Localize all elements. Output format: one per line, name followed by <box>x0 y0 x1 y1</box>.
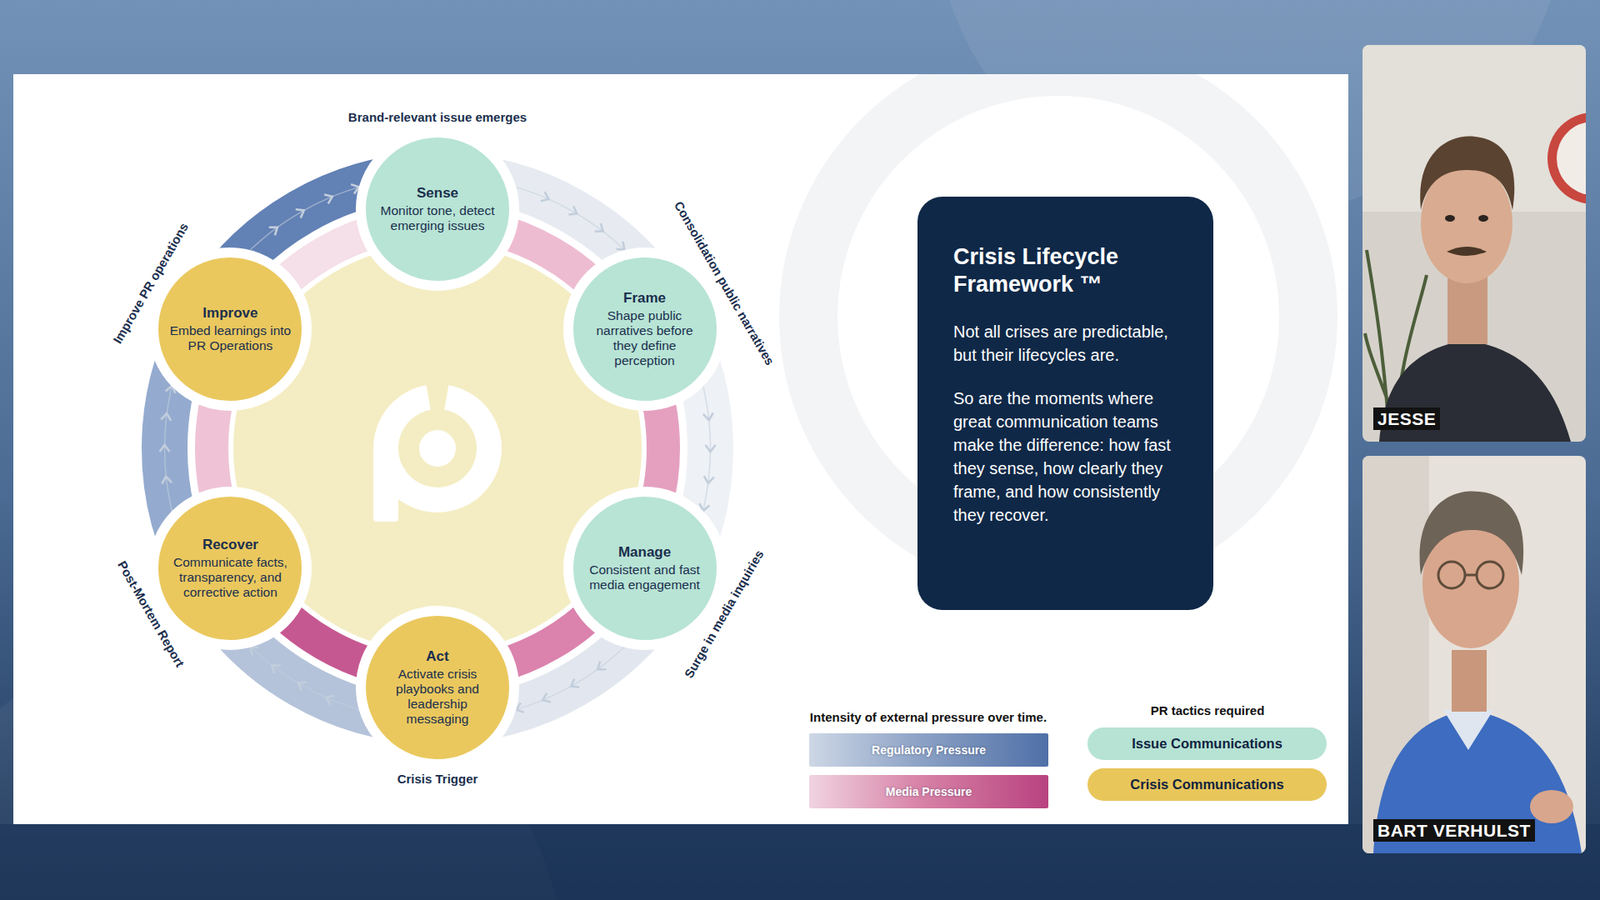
bottom-strip <box>0 824 1600 900</box>
webcam-ground <box>1362 455 1586 854</box>
cycle-connector <box>515 186 625 250</box>
collar <box>1443 710 1494 750</box>
node-title: Manage <box>618 544 671 561</box>
eye <box>1445 215 1455 222</box>
glasses <box>1438 561 1465 589</box>
hair <box>1420 490 1525 575</box>
moustache <box>1446 246 1487 256</box>
node-title: Act <box>425 648 449 665</box>
hair <box>1420 136 1515 210</box>
phase-circle: ActActivate crisis playbooks and leaders… <box>355 605 520 770</box>
band-segment <box>65 75 811 822</box>
logo-dot <box>419 430 456 467</box>
node-title: Sense <box>416 185 459 202</box>
pressure-ring <box>65 75 811 822</box>
band-segment <box>65 75 811 822</box>
legend-swatch: Crisis Communications <box>1087 768 1327 801</box>
cycle-connector <box>515 646 625 710</box>
brand-logo <box>373 397 490 522</box>
phase-circle: ImproveEmbed learnings into PR Operation… <box>148 247 312 411</box>
glasses <box>1465 574 1477 577</box>
logo-stem <box>373 448 399 522</box>
node-body: Activate crisis playbooks and leadership… <box>375 666 500 727</box>
legend-text: Crisis Communications <box>1130 776 1284 793</box>
cycle-connector <box>250 646 360 710</box>
node-title: Frame <box>623 290 666 307</box>
eye <box>1478 215 1489 222</box>
node-body: Not all crises are predictable, but thei… <box>953 320 1180 367</box>
clock-face <box>1556 121 1586 195</box>
phase-trigger-label: Crisis Trigger <box>397 771 479 787</box>
legend-text: Media Pressure <box>885 785 973 799</box>
node-body: So are the moments where great communica… <box>953 386 1180 527</box>
glasses <box>1476 561 1504 589</box>
node-body: Embed learnings into PR Operations <box>168 323 292 354</box>
hand <box>1530 790 1574 824</box>
band-segment <box>65 75 811 822</box>
phase-circle: RecoverCommunicate facts, transparency, … <box>148 486 312 650</box>
node-body: Monitor tone, detect emerging issues <box>375 203 500 234</box>
webcam-ground <box>1362 45 1586 442</box>
webcam-tile <box>1362 45 1586 442</box>
phase-trigger-label: Brand-relevant issue emerges <box>348 110 527 125</box>
node-title: Recover <box>202 536 259 554</box>
legend-heading: PR tactics required <box>1150 703 1265 719</box>
legend-heading: Intensity of external pressure over time… <box>810 710 1047 725</box>
webcam-tile <box>1362 455 1586 854</box>
slide <box>13 74 1349 825</box>
legend-bar: Regulatory Pressure <box>809 733 1049 767</box>
info-panel: Crisis Lifecycle Framework ™ Not all cris… <box>917 196 1214 610</box>
neck <box>1451 650 1487 712</box>
logo-ring <box>385 397 490 500</box>
node-body: Shape public narratives before they defi… <box>583 308 707 369</box>
regulatory-band <box>65 75 811 822</box>
legend-bar: Media Pressure <box>809 775 1049 809</box>
cycle-connector <box>703 385 711 511</box>
node-body: Communicate facts, transparency, and cor… <box>168 555 292 600</box>
phase-circle: SenseMonitor tone, detect emerging issue… <box>355 127 520 291</box>
node-body: Consistent and fast media engagement <box>583 562 707 593</box>
cycle-connector <box>250 186 360 250</box>
legend-text: Regulatory Pressure <box>871 743 986 757</box>
node-title: Improve <box>202 305 258 322</box>
phase-circle: ManageConsistent and fast media engageme… <box>563 486 727 650</box>
clock <box>1547 112 1586 205</box>
legend-swatch: Issue Communications <box>1087 727 1327 760</box>
legend-text: Issue Communications <box>1131 735 1283 752</box>
sweater <box>1373 710 1582 854</box>
phase-circle: FrameShape public narratives before they… <box>563 247 727 411</box>
name-tag: BART VERHULST <box>1373 819 1535 842</box>
cycle-connector <box>165 385 173 511</box>
band-segment <box>65 75 811 822</box>
node-title: Crisis Lifecycle Framework ™ <box>953 243 1180 299</box>
name-tag: JESSE <box>1373 407 1440 430</box>
